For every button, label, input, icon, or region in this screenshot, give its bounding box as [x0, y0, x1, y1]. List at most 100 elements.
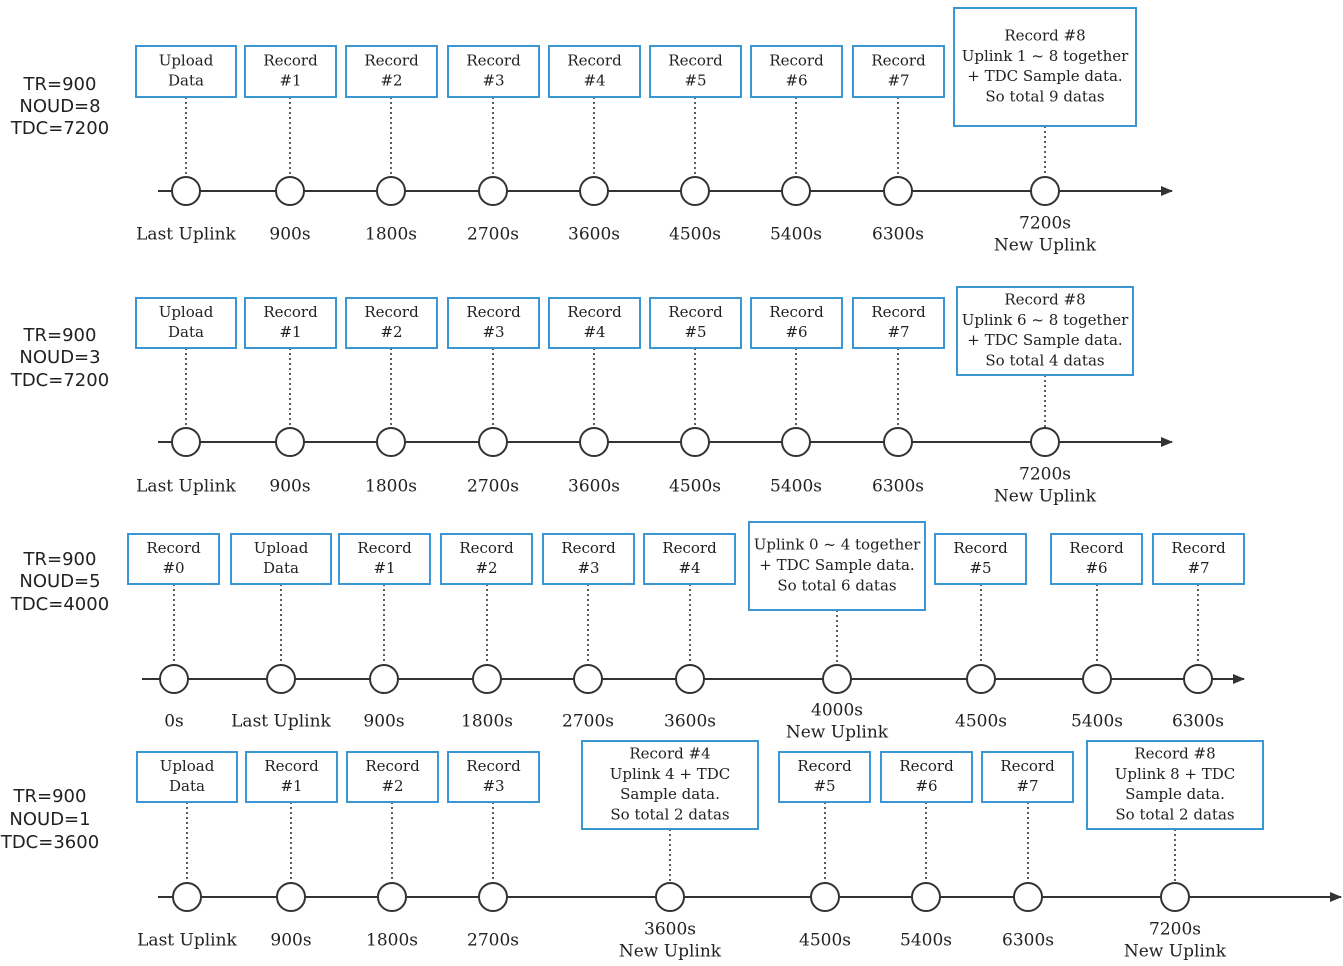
event-box-text: #7 — [1016, 777, 1038, 795]
event-box-text: Record — [364, 303, 419, 321]
event-node — [276, 882, 306, 912]
event-time-label: 2700s — [467, 931, 519, 951]
event-time-label: 1800s — [365, 477, 417, 497]
event-box-text: + TDC Sample data. — [967, 67, 1122, 85]
event-box-text: #2 — [475, 559, 497, 577]
event-box-text: #5 — [969, 559, 991, 577]
event-box-text: Upload — [160, 757, 215, 775]
parameter-label: TR=900 — [23, 74, 97, 95]
timeline-row-3: TR=900NOUD=5TDC=4000Record#00sUploadData… — [10, 521, 1245, 743]
event-box — [548, 297, 641, 349]
event-node — [377, 882, 407, 912]
event-node — [275, 427, 305, 457]
event-box — [750, 45, 843, 98]
event-box — [548, 45, 641, 98]
event-box-text: Uplink 0 ~ 4 together — [754, 536, 921, 554]
event-box-text: #2 — [380, 323, 402, 341]
timeline-event: Record#00s — [127, 533, 220, 732]
event-node — [883, 176, 913, 206]
event-box — [127, 533, 220, 585]
event-box-text: Record — [871, 303, 926, 321]
event-node — [275, 176, 305, 206]
event-box-text: Record — [1069, 539, 1124, 557]
event-time-label: 4500s — [799, 931, 851, 951]
event-box-text: So total 6 datas — [777, 576, 896, 594]
parameter-label: TR=900 — [23, 325, 97, 346]
event-time-label: 4500s — [669, 225, 721, 245]
event-box-text: Record — [668, 51, 723, 69]
event-box-text: Uplink 4 + TDC — [610, 765, 731, 783]
event-box-text: + TDC Sample data. — [967, 331, 1122, 349]
event-node — [911, 882, 941, 912]
event-box — [953, 7, 1137, 127]
event-node — [680, 176, 710, 206]
event-box-text: Record — [364, 51, 419, 69]
event-time-label: 5400s — [1071, 712, 1123, 732]
event-node — [1030, 176, 1060, 206]
event-node — [1183, 664, 1213, 694]
event-box — [649, 45, 742, 98]
parameter-label: NOUD=3 — [19, 347, 100, 368]
event-box-text: So total 2 datas — [1115, 805, 1234, 823]
event-time-label: 6300s — [872, 225, 924, 245]
event-box-text: + TDC Sample data. — [759, 556, 914, 574]
event-box-text: So total 9 datas — [985, 87, 1104, 105]
event-time-label: 7200s — [1019, 465, 1071, 485]
event-time-label: New Uplink — [619, 942, 722, 962]
event-node — [655, 882, 685, 912]
parameter-label: TDC=7200 — [10, 370, 109, 391]
event-node — [1082, 664, 1112, 694]
parameter-label: NOUD=8 — [19, 96, 100, 117]
parameter-label: TR=900 — [23, 549, 97, 570]
event-box — [230, 533, 332, 585]
event-box-text: Data — [168, 72, 204, 90]
event-box-text: So total 2 datas — [610, 805, 729, 823]
event-box-text: #2 — [381, 777, 403, 795]
event-box-text: #5 — [684, 72, 706, 90]
parameter-label: TDC=3600 — [0, 832, 99, 853]
event-box-text: Record — [899, 757, 954, 775]
event-time-label: 6300s — [1002, 931, 1054, 951]
event-box — [880, 751, 973, 803]
event-box-text: Upload — [159, 303, 214, 321]
event-box — [135, 297, 237, 349]
event-box — [447, 45, 540, 98]
event-node — [376, 176, 406, 206]
event-time-label: 900s — [363, 712, 404, 732]
event-box-text: Sample data. — [620, 785, 720, 803]
event-node — [573, 664, 603, 694]
event-time-label: 900s — [270, 931, 311, 951]
parameter-label: TR=900 — [13, 786, 87, 807]
event-box-text: Record — [263, 303, 318, 321]
event-time-label: 900s — [269, 477, 310, 497]
event-box-text: Record — [365, 757, 420, 775]
event-time-label: New Uplink — [1124, 942, 1227, 962]
parameter-label: TDC=4000 — [10, 594, 109, 615]
event-node — [171, 427, 201, 457]
event-time-label: 1800s — [461, 712, 513, 732]
event-node — [675, 664, 705, 694]
event-node — [810, 882, 840, 912]
event-time-label: 3600s — [568, 477, 620, 497]
event-node — [369, 664, 399, 694]
event-node — [781, 427, 811, 457]
event-time-label: 5400s — [770, 477, 822, 497]
event-box-text: Record #8 — [1134, 745, 1215, 763]
event-time-label: 5400s — [770, 225, 822, 245]
event-time-label: Last Uplink — [136, 225, 236, 245]
event-time-label: 2700s — [562, 712, 614, 732]
